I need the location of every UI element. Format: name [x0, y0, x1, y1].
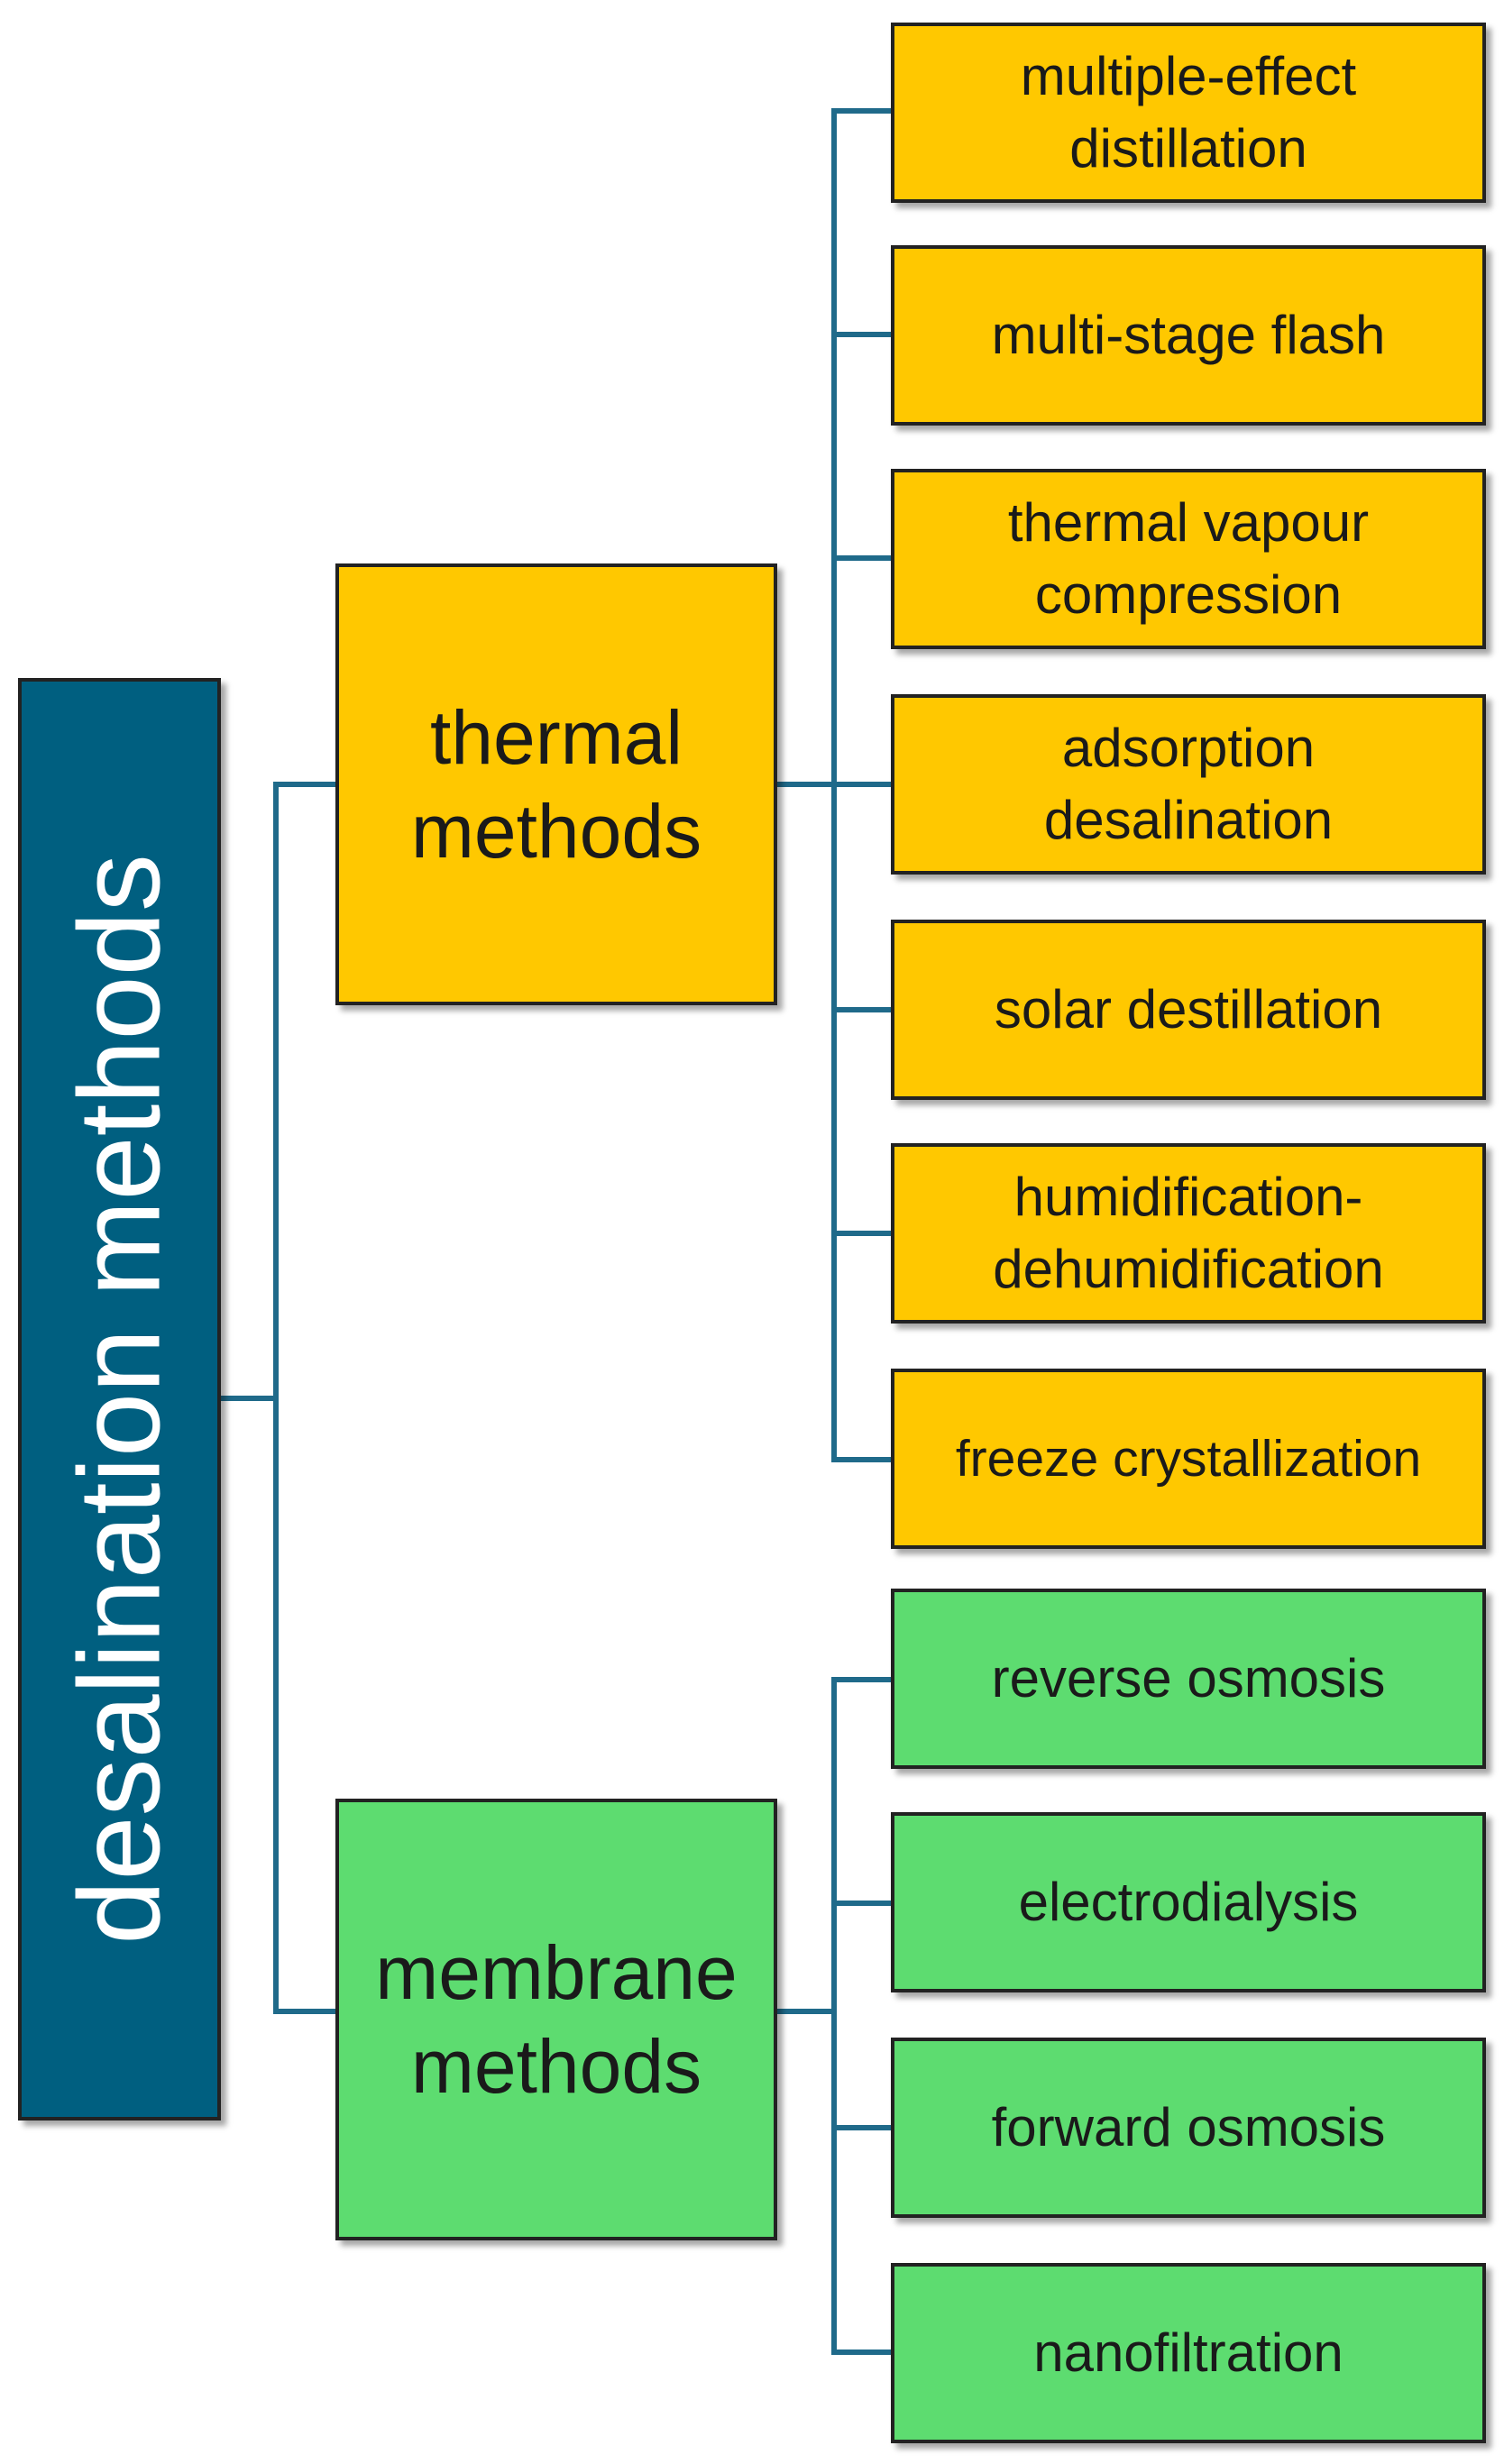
connector-thermal-item-3: [831, 555, 893, 561]
membrane-item: electrodialysis: [891, 1812, 1486, 1992]
thermal-item: freeze crystallization: [891, 1369, 1486, 1549]
thermal-item: adsorption desalination: [891, 694, 1486, 875]
thermal-item: thermal vapour compression: [891, 469, 1486, 649]
thermal-item-label: multi-stage flash: [991, 305, 1386, 365]
membrane-item-label: reverse osmosis: [991, 1648, 1386, 1708]
membrane-item-label: nanofiltration: [1033, 2322, 1344, 2383]
connector-membrane-spine: [831, 1677, 837, 2355]
group-label: thermal methods: [410, 695, 702, 874]
connector-thermal-stem: [775, 782, 837, 787]
membrane-item: forward osmosis: [891, 2038, 1486, 2218]
group-membrane-methods: membrane methods: [335, 1799, 777, 2240]
thermal-item-label: thermal vapour compression: [1007, 492, 1370, 625]
thermal-item-label: freeze crystallization: [955, 1430, 1422, 1488]
thermal-item-label: adsorption desalination: [1043, 718, 1334, 850]
root-node: desalination methods: [18, 678, 221, 2121]
group-label: membrane methods: [375, 1930, 738, 2109]
connector-root-stem: [221, 1396, 277, 1401]
connector-membrane-item-4: [831, 2350, 893, 2355]
thermal-item: multi-stage flash: [891, 245, 1486, 426]
connector-membrane-item-1: [831, 1677, 893, 1682]
thermal-item-label: humidification-​dehumidification: [993, 1167, 1384, 1299]
connector-thermal-item-5: [831, 1007, 893, 1012]
thermal-item: multiple-effect distillation: [891, 23, 1486, 203]
thermal-item-label: solar destillation: [994, 979, 1383, 1040]
connector-membrane-stem: [775, 2009, 837, 2014]
group-thermal-methods: thermal methods: [335, 563, 777, 1005]
connector-thermal-item-6: [831, 1231, 893, 1236]
connector-thermal-item-1: [831, 108, 893, 114]
connector-thermal-item-7: [831, 1457, 893, 1462]
connector-root-to-membrane: [273, 2009, 338, 2014]
membrane-item: reverse osmosis: [891, 1589, 1486, 1769]
connector-root-to-thermal: [273, 782, 338, 787]
membrane-item-label: forward osmosis: [991, 2097, 1386, 2157]
connector-membrane-item-2: [831, 1901, 893, 1906]
connector-root-spine: [273, 782, 279, 2014]
membrane-item: nanofiltration: [891, 2263, 1486, 2443]
connector-membrane-item-3: [831, 2125, 893, 2130]
thermal-item: humidification-​dehumidification: [891, 1143, 1486, 1324]
membrane-item-label: electrodialysis: [1018, 1872, 1359, 1932]
root-label: desalination methods: [55, 854, 184, 1945]
thermal-item: solar destillation: [891, 920, 1486, 1100]
thermal-item-label: multiple-effect distillation: [1020, 46, 1357, 179]
connector-thermal-item-2: [831, 332, 893, 337]
connector-thermal-item-4: [831, 782, 893, 787]
